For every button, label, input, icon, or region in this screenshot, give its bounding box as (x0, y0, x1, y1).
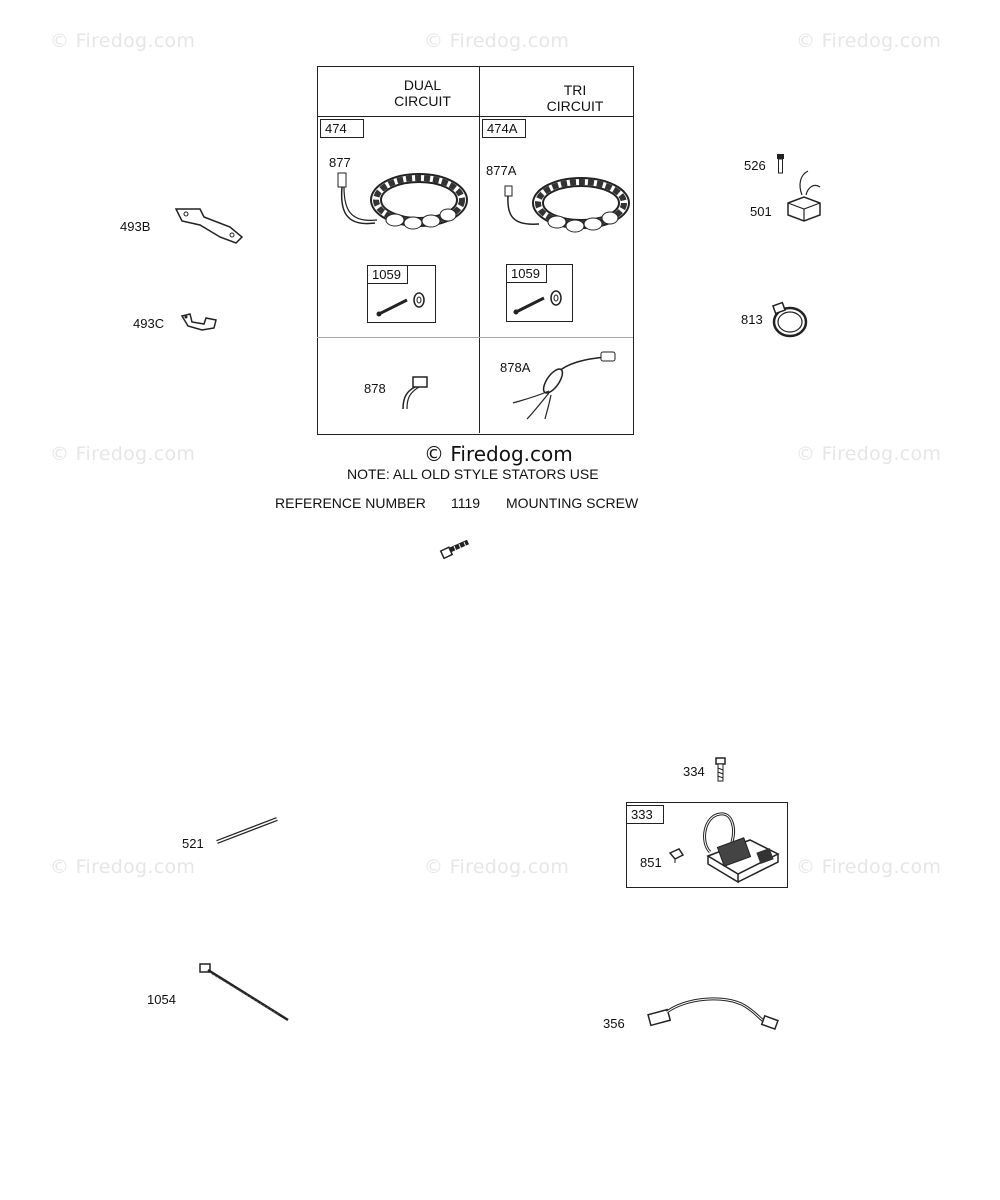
mounting-screw-icon[interactable] (439, 537, 472, 561)
reference-label: REFERENCE NUMBER (275, 495, 426, 511)
reference-number: 1119 (451, 495, 481, 511)
tri-circuit-header: TRI CIRCUIT (546, 82, 604, 114)
label-493b[interactable]: 493B (120, 219, 151, 234)
label-526[interactable]: 526 (744, 158, 766, 173)
bracket-493b-icon[interactable] (170, 203, 250, 248)
dual-circuit-header: DUAL CIRCUIT (394, 77, 451, 109)
label-356[interactable]: 356 (603, 1016, 625, 1031)
table-header-divider (317, 116, 633, 117)
regulator-501-icon[interactable] (780, 165, 830, 225)
ground-wire-356-icon[interactable] (645, 990, 785, 1035)
label-334[interactable]: 334 (683, 764, 705, 779)
label-877[interactable]: 877 (329, 155, 351, 170)
table-row-divider (317, 337, 633, 338)
cable-tie-1054-icon[interactable] (198, 960, 293, 1025)
label-493c[interactable]: 493C (133, 316, 165, 331)
reference-description: MOUNTING SCREW (506, 495, 639, 511)
label-1054[interactable]: 1054 (147, 992, 176, 1007)
watermark: © Firedog.com (796, 856, 942, 878)
watermark: © Firedog.com (796, 443, 942, 465)
ref-1059-tri[interactable]: 1059 (506, 264, 547, 283)
watermark: © Firedog.com (424, 30, 570, 52)
clip-493c-icon[interactable] (178, 308, 220, 334)
watermark: © Firedog.com (50, 30, 196, 52)
ref-474[interactable]: 474 (320, 119, 364, 138)
harness-diode-icon[interactable] (505, 345, 625, 425)
label-878a[interactable]: 878A (500, 360, 531, 375)
ref-1059-dual[interactable]: 1059 (367, 265, 408, 284)
note-line: NOTE: ALL OLD STYLE STATORS USE (347, 466, 599, 482)
screw-washer-icon[interactable] (512, 288, 567, 316)
screw-washer-icon[interactable] (375, 290, 430, 318)
stator-table (317, 66, 634, 435)
label-813[interactable]: 813 (741, 312, 763, 327)
ref-474a[interactable]: 474A (482, 119, 526, 138)
harness-connector-icon[interactable] (395, 373, 435, 413)
center-watermark: © Firedog.com (424, 442, 573, 466)
watermark: © Firedog.com (50, 443, 196, 465)
label-851[interactable]: 851 (640, 855, 662, 870)
label-521[interactable]: 521 (182, 836, 204, 851)
label-878[interactable]: 878 (364, 381, 386, 396)
label-877a[interactable]: 877A (486, 163, 517, 178)
ref-333[interactable]: 333 (626, 805, 664, 824)
hose-clamp-813-icon[interactable] (768, 298, 813, 343)
stator-tri-icon[interactable] (497, 170, 637, 245)
screw-526-icon[interactable] (775, 153, 787, 175)
terminal-851-icon[interactable] (667, 845, 687, 865)
ignition-armature-icon[interactable] (680, 806, 785, 884)
stator-dual-icon[interactable] (335, 165, 475, 240)
screw-334-icon[interactable] (714, 757, 728, 783)
watermark: © Firedog.com (50, 856, 196, 878)
table-vertical-divider (479, 66, 480, 433)
watermark: © Firedog.com (796, 30, 942, 52)
shaft-521-icon[interactable] (213, 814, 283, 846)
label-501[interactable]: 501 (750, 204, 772, 219)
watermark: © Firedog.com (424, 856, 570, 878)
